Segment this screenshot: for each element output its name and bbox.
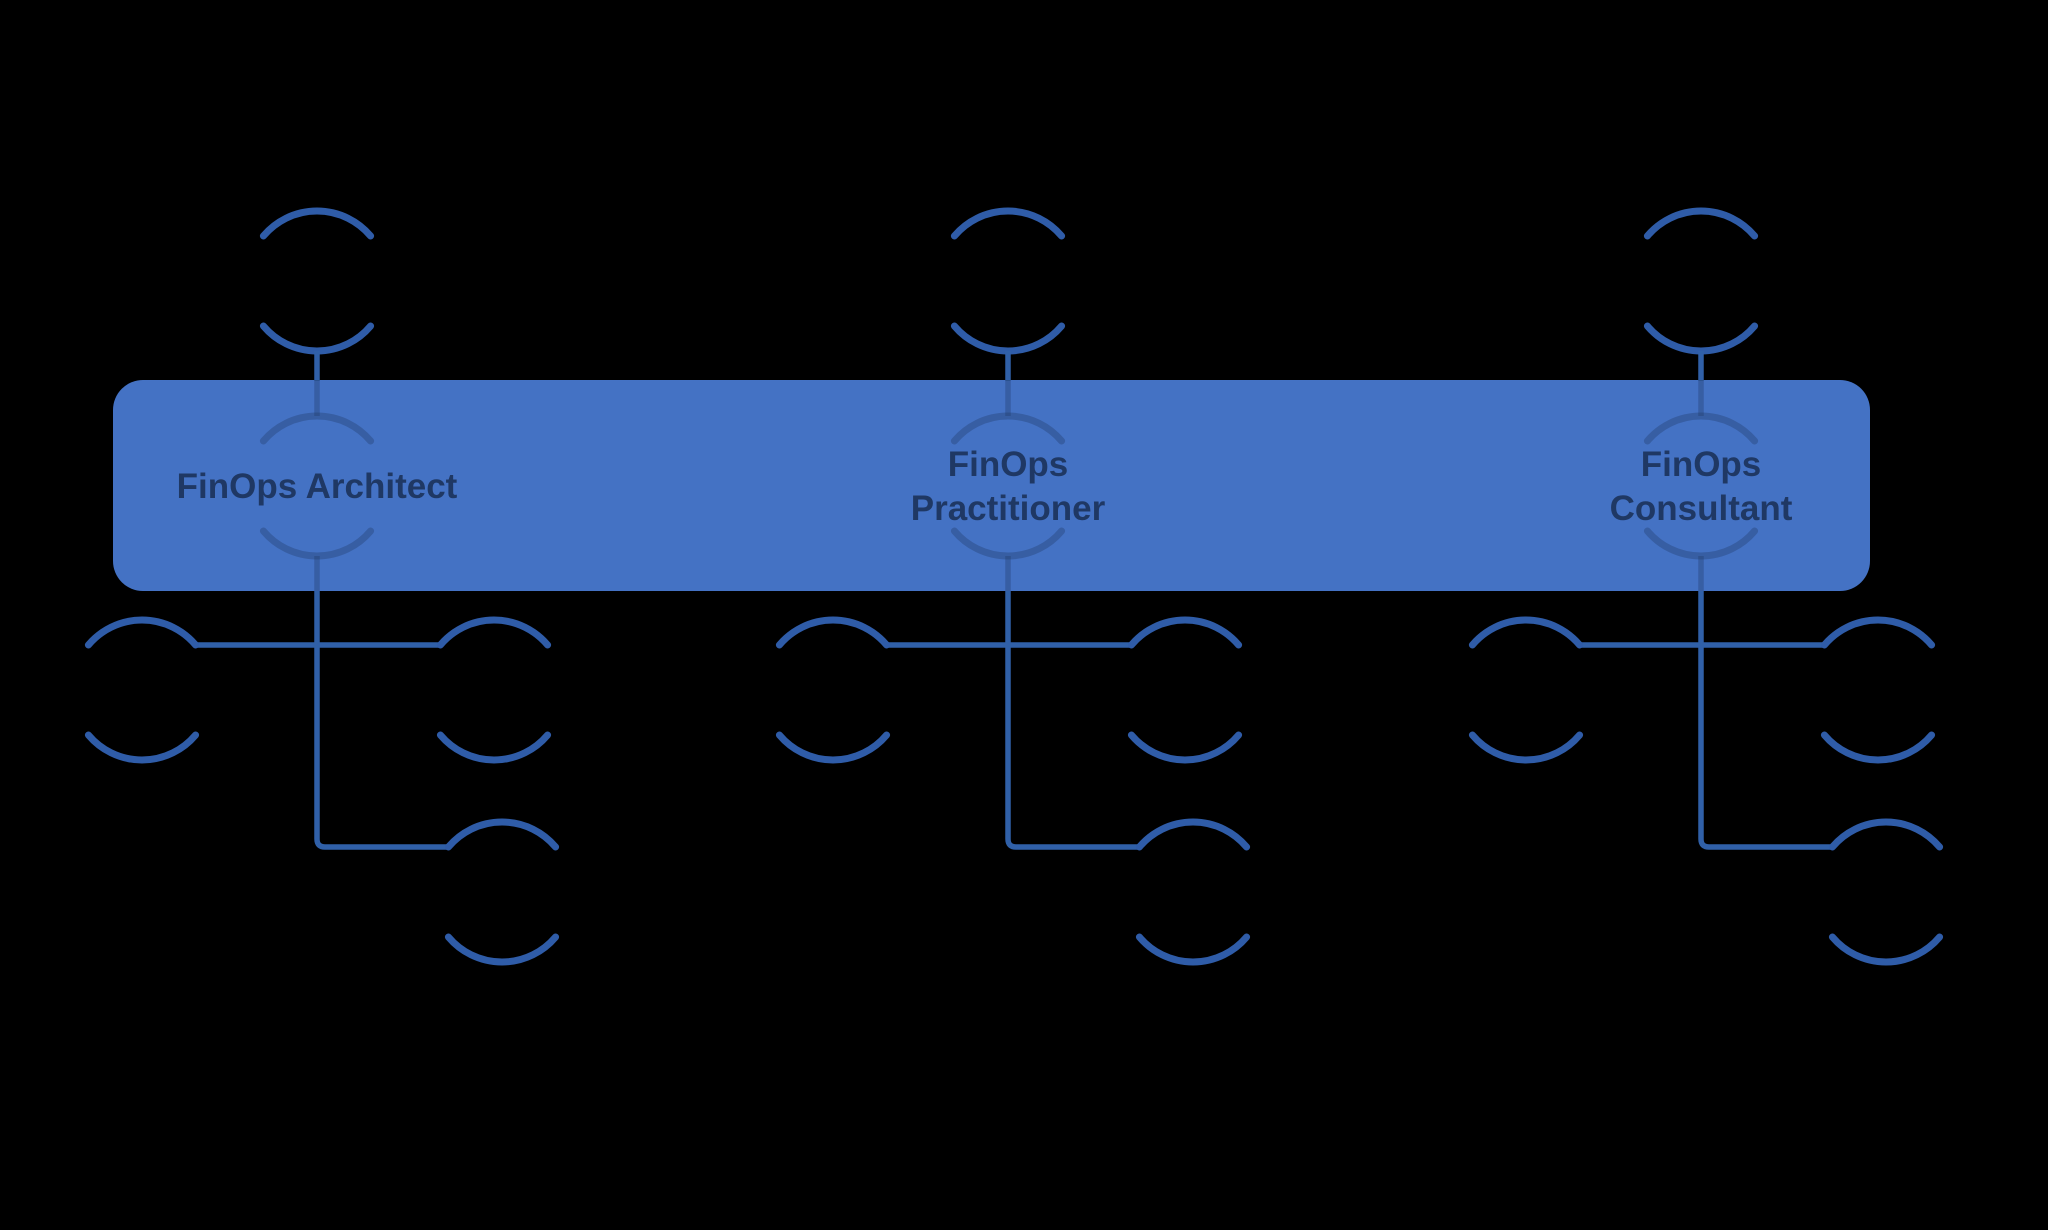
finops-consultant-top-circle — [1643, 207, 1759, 355]
finops-architect-label: FinOps Architect — [177, 467, 458, 506]
finops-architect-label-line-1: FinOps Architect — [177, 467, 458, 506]
finops-architect-level1-left-circle — [84, 616, 200, 764]
finops-architect-level1-right-circle — [436, 616, 552, 764]
finops-architect-top-circle — [259, 207, 375, 355]
role-bar — [113, 380, 1870, 591]
finops-practitioner-level2-circle — [1135, 818, 1251, 966]
finops-consultant-trunk-connector — [1698, 591, 1833, 850]
finops-consultant-level2-circle — [1828, 818, 1944, 966]
finops-consultant-label-line-1: FinOps — [1641, 445, 1762, 484]
finops-consultant-label-line-2: Consultant — [1610, 489, 1793, 528]
finops-practitioner-label-line-1: FinOps — [948, 445, 1069, 484]
finops-consultant-bar-circle — [1643, 412, 1759, 560]
finops-architect-level2-circle — [444, 818, 560, 966]
finops-practitioner-label-line-2: Practitioner — [911, 489, 1106, 528]
finops-practitioner-level1-left-circle — [775, 616, 891, 764]
finops-architect-bar-circle — [259, 412, 375, 560]
finops-architect-column: FinOps Architect — [84, 207, 560, 966]
finops-practitioner-trunk-connector — [1005, 591, 1140, 850]
finops-consultant-level1-right-circle — [1820, 616, 1936, 764]
finops-architect-trunk-connector — [314, 591, 449, 850]
finops-practitioner-level1-right-circle — [1127, 616, 1243, 764]
finops-practitioner-bar-circle — [950, 412, 1066, 560]
finops-practitioner-top-circle — [950, 207, 1066, 355]
finops-consultant-level1-left-circle — [1468, 616, 1584, 764]
